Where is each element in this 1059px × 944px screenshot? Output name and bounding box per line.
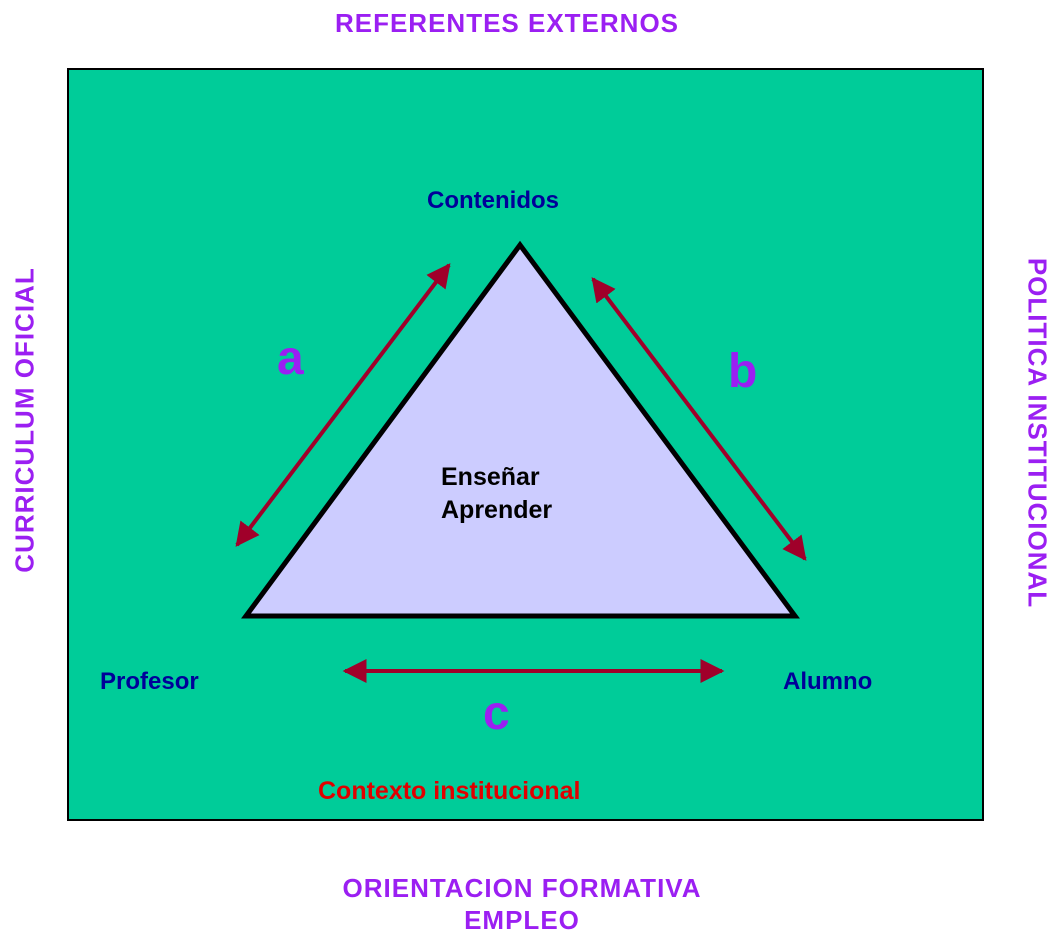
vertex-profesor: Profesor <box>100 668 199 695</box>
arrow-b <box>591 277 807 561</box>
vertex-alumno: Alumno <box>783 668 873 695</box>
bottom-external-label-line1: ORIENTACION FORMATIVA <box>342 873 702 903</box>
triangle-center-label: Enseñar Aprender <box>441 461 552 527</box>
relation-c-label: c <box>483 687 510 740</box>
relation-a-label: a <box>277 332 304 385</box>
bottom-external-label: ORIENTACION FORMATIVA EMPLEO <box>0 872 1044 936</box>
relation-b-label: b <box>728 345 758 398</box>
center-label-line1: Enseñar <box>441 463 540 491</box>
context-label: Contexto institucional <box>318 777 581 805</box>
institutional-context-panel <box>67 68 984 821</box>
top-external-label: REFERENTES EXTERNOS <box>334 8 680 38</box>
bottom-external-label-line2: EMPLEO <box>464 905 580 935</box>
arrow-a <box>235 263 451 547</box>
center-label-line2: Aprender <box>441 496 553 524</box>
vertex-contenidos: Contenidos <box>427 187 559 214</box>
triangle-shape <box>241 240 800 619</box>
